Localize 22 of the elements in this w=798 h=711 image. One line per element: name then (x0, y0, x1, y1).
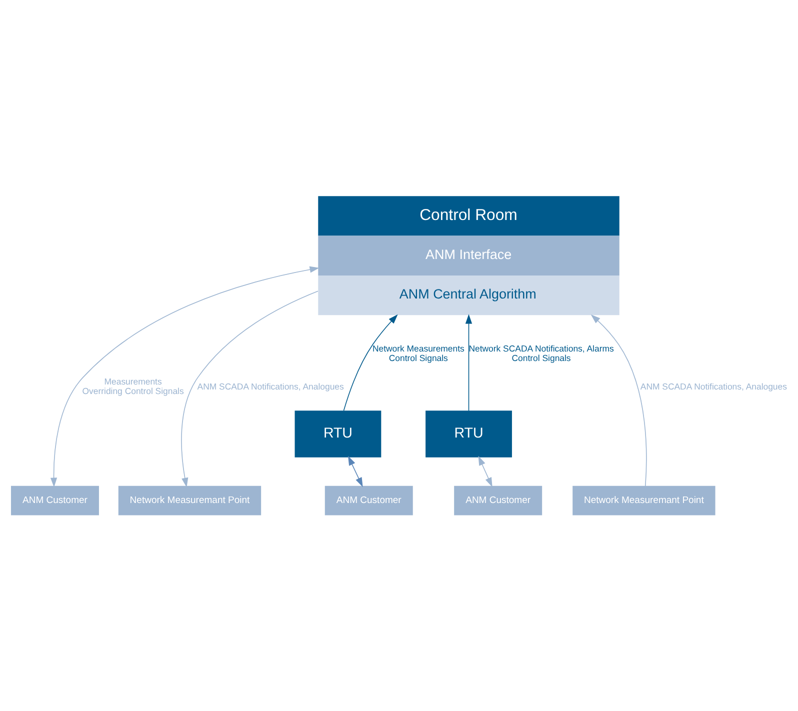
node-box: ANM Customer (324, 486, 413, 516)
arrow (590, 314, 647, 486)
edge-label: ANM SCADA Notifications, Analogues (640, 381, 787, 392)
edge-label: Overriding Control Signals (82, 386, 184, 396)
node-box: ANM Customer (10, 486, 99, 516)
edge-label: Network Measurements (372, 343, 464, 354)
edge-label: Control Signals (512, 352, 571, 363)
node-box: RTU (426, 410, 512, 458)
arrow (478, 456, 492, 488)
arrow (465, 314, 472, 412)
arrow (343, 314, 398, 412)
edge-label: ANM SCADA Notifications, Analogues (197, 381, 344, 392)
edge-label: Control Signals (388, 352, 448, 363)
arrow (181, 290, 318, 488)
edge-label: Network SCADA Notifications, Alarms (468, 343, 614, 354)
node-box: Network Measuremant Point (572, 486, 716, 516)
node-box: Network Measuremant Point (118, 486, 262, 516)
arrow (50, 266, 320, 488)
node-box: ANM Customer (454, 486, 542, 516)
arrow (348, 456, 363, 488)
node-box: RTU (294, 410, 382, 458)
edge-label: Measurements (104, 376, 162, 387)
